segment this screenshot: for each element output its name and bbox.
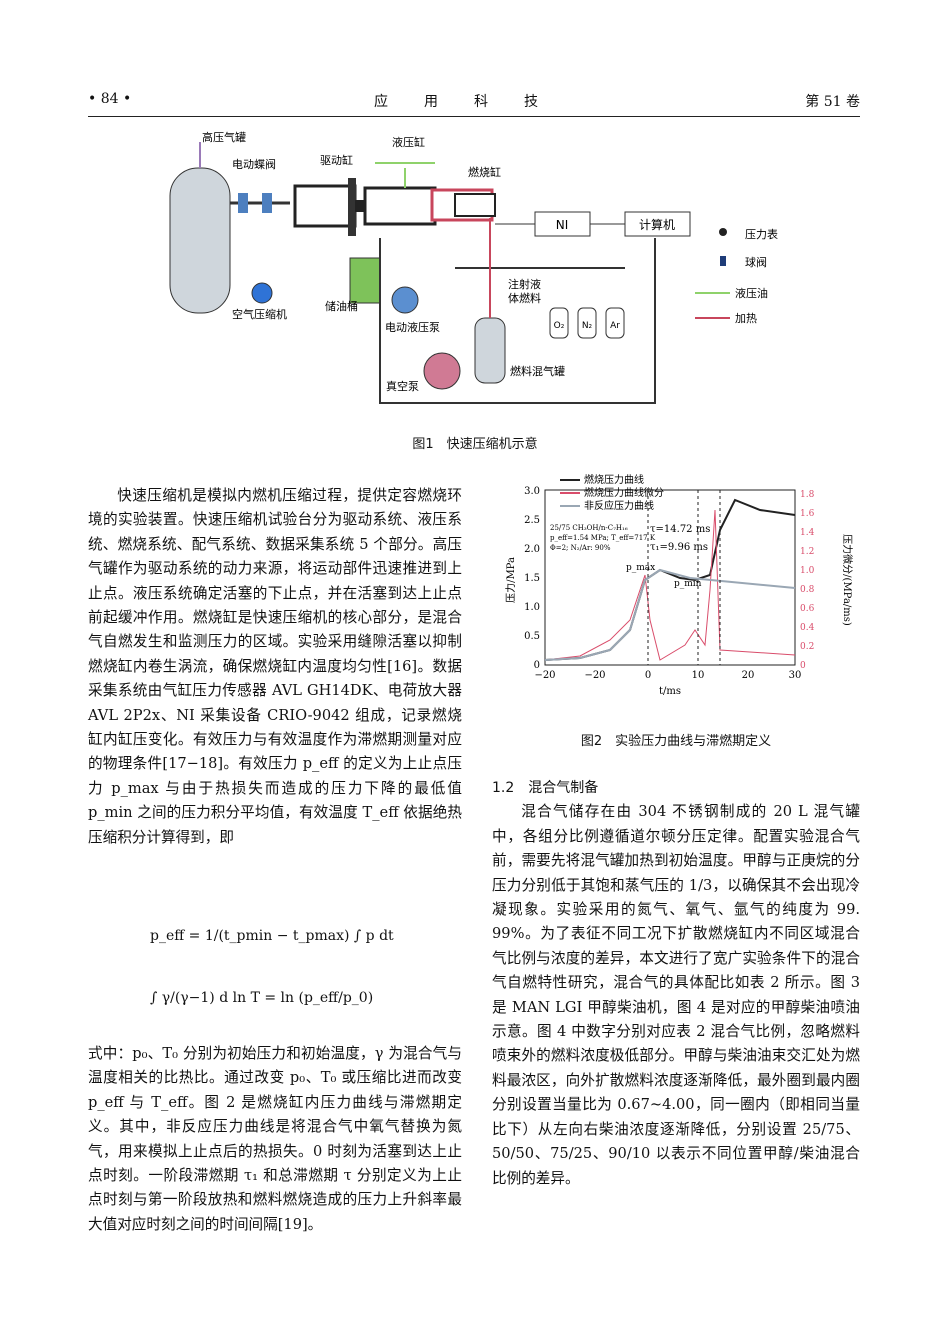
- svg-text:电动蝶阀: 电动蝶阀: [232, 157, 276, 171]
- svg-text:2.5: 2.5: [524, 515, 540, 526]
- svg-text:高压气罐: 高压气罐: [202, 130, 246, 144]
- right-column: 1.2 混合气制备 混合气储存在由 304 不锈钢制成的 20 L 混气罐中，各…: [492, 776, 860, 1191]
- left-column: 快速压缩机是模拟内燃机压缩过程，提供定容燃烧环境的实验装置。快速压缩机试验台分为…: [88, 484, 462, 850]
- page-number: • 84 •: [88, 91, 132, 107]
- svg-text:Ar: Ar: [610, 321, 620, 331]
- svg-text:25/75 CH₃OH/n-C₇H₁₆: 25/75 CH₃OH/n-C₇H₁₆: [550, 524, 628, 532]
- vacuum-pump: [423, 352, 461, 390]
- svg-text:0.5: 0.5: [524, 631, 540, 642]
- svg-text:1.8: 1.8: [800, 490, 815, 500]
- svg-text:燃料混气罐: 燃料混气罐: [510, 364, 565, 378]
- svg-text:1.6: 1.6: [800, 509, 815, 519]
- svg-text:τ=14.72 ms: τ=14.72 ms: [650, 524, 710, 535]
- svg-text:电动液压泵: 电动液压泵: [385, 320, 440, 334]
- svg-text:p_max: p_max: [626, 563, 655, 573]
- n2-bottle: [577, 307, 597, 339]
- svg-text:0: 0: [645, 670, 651, 681]
- figure1-schematic: NI 计算机 O₂ N₂ Ar 压力表 球阀 液压油 加热 高压气罐 电动蝶阀 …: [169, 130, 778, 404]
- svg-text:Φ=2; N₂/Ar: 90%: Φ=2; N₂/Ar: 90%: [550, 544, 611, 552]
- svg-text:压力表: 压力表: [745, 227, 778, 241]
- svg-text:燃烧缸: 燃烧缸: [468, 165, 501, 179]
- svg-text:1.0: 1.0: [524, 602, 540, 613]
- svg-text:压力/MPa: 压力/MPa: [504, 557, 517, 603]
- figure2-caption: 图2 实验压力曲线与滞燃期定义: [580, 734, 772, 749]
- svg-text:液压缸: 液压缸: [392, 135, 425, 149]
- svg-text:燃烧压力曲线微分: 燃烧压力曲线微分: [584, 486, 664, 499]
- section-heading: 1.2 混合气制备: [492, 780, 599, 796]
- drive-cylinder: [293, 184, 357, 228]
- combustion-cylinder: [454, 193, 496, 217]
- svg-text:τ₁=9.96 ms: τ₁=9.96 ms: [650, 542, 708, 553]
- running-header: • 84 • 应用科技 第 51 卷: [88, 91, 860, 115]
- svg-text:0.2: 0.2: [800, 642, 814, 652]
- svg-text:NI: NI: [556, 218, 569, 232]
- formula-peff: p_eff = 1/(t_pmin − t_pmax) ∫ p dt: [150, 928, 394, 944]
- svg-text:0: 0: [800, 661, 806, 671]
- air-compressor: [251, 282, 273, 304]
- svg-text:N₂: N₂: [582, 321, 593, 331]
- svg-text:p_min: p_min: [674, 579, 702, 589]
- svg-text:燃烧压力曲线: 燃烧压力曲线: [584, 473, 644, 486]
- computer-box: [624, 211, 691, 237]
- left-column-2: 式中：p₀、T₀ 分别为初始压力和初始温度，γ 为混合气与温度相关的比热比。通过…: [88, 1042, 462, 1237]
- paragraph-2: 式中：p₀、T₀ 分别为初始压力和初始温度，γ 为混合气与温度相关的比热比。通过…: [88, 1045, 462, 1233]
- svg-text:20: 20: [742, 670, 755, 681]
- svg-text:压力微分/(MPa/ms): 压力微分/(MPa/ms): [841, 534, 854, 626]
- journal-name: 应用科技: [374, 94, 574, 110]
- svg-text:球阀: 球阀: [745, 255, 767, 269]
- mix-tank: [474, 317, 506, 384]
- svg-text:10: 10: [692, 670, 705, 681]
- pressure-derivative-curve: [544, 509, 796, 661]
- figure2-chart: 燃烧压力曲线 燃烧压力曲线微分 非反应压力曲线 25/75 CH₃OH/n-C₇…: [504, 473, 854, 697]
- svg-text:−20: −20: [584, 670, 605, 681]
- svg-text:驱动缸: 驱动缸: [320, 153, 353, 167]
- header-rule: [88, 116, 860, 117]
- nonreactive-curve: [544, 568, 796, 661]
- svg-text:真空泵: 真空泵: [386, 379, 419, 393]
- o2-bottle: [549, 307, 569, 339]
- oil-drum: [349, 257, 381, 304]
- volume-label: 第 51 卷: [805, 94, 860, 110]
- svg-text:O₂: O₂: [554, 321, 565, 331]
- formula-teff: ∫ γ/(γ−1) d ln T = ln (p_eff/p_0): [150, 990, 374, 1006]
- hydraulic-cylinder: [363, 186, 437, 226]
- svg-text:储油桶: 储油桶: [325, 299, 358, 313]
- svg-text:非反应压力曲线: 非反应压力曲线: [584, 499, 654, 512]
- svg-text:0: 0: [534, 660, 540, 671]
- paragraph-1: 快速压缩机是模拟内燃机压缩过程，提供定容燃烧环境的实验装置。快速压缩机试验台分为…: [88, 487, 462, 846]
- hydraulic-pump: [391, 286, 419, 314]
- svg-text:0.6: 0.6: [800, 604, 815, 614]
- svg-text:液压油: 液压油: [735, 286, 768, 300]
- svg-text:2.0: 2.0: [524, 544, 540, 555]
- svg-text:计算机: 计算机: [639, 217, 675, 232]
- svg-text:体燃料: 体燃料: [508, 291, 541, 305]
- figure1-caption: 图1 快速压缩机示意: [412, 437, 538, 452]
- svg-text:0.4: 0.4: [800, 623, 815, 633]
- svg-text:−20: −20: [534, 670, 555, 681]
- svg-text:空气压缩机: 空气压缩机: [232, 307, 287, 321]
- svg-text:3.0: 3.0: [524, 486, 540, 497]
- svg-text:注射液: 注射液: [508, 277, 541, 291]
- svg-text:1.2: 1.2: [800, 547, 814, 557]
- svg-text:p_eff=1.54 MPa; T_eff=717 K: p_eff=1.54 MPa; T_eff=717 K: [550, 534, 656, 542]
- paragraph-right: 混合气储存在由 304 不锈钢制成的 20 L 混气罐中，各组分比例遵循道尔顿分…: [492, 803, 860, 1187]
- svg-text:1.5: 1.5: [524, 573, 540, 584]
- svg-text:0.8: 0.8: [800, 585, 815, 595]
- svg-text:1.0: 1.0: [800, 566, 815, 576]
- ar-bottle: [605, 307, 625, 339]
- svg-text:30: 30: [789, 670, 802, 681]
- svg-text:1.4: 1.4: [800, 528, 815, 538]
- svg-text:t/ms: t/ms: [659, 686, 681, 697]
- hp-tank: [169, 167, 231, 314]
- svg-text:加热: 加热: [735, 312, 757, 325]
